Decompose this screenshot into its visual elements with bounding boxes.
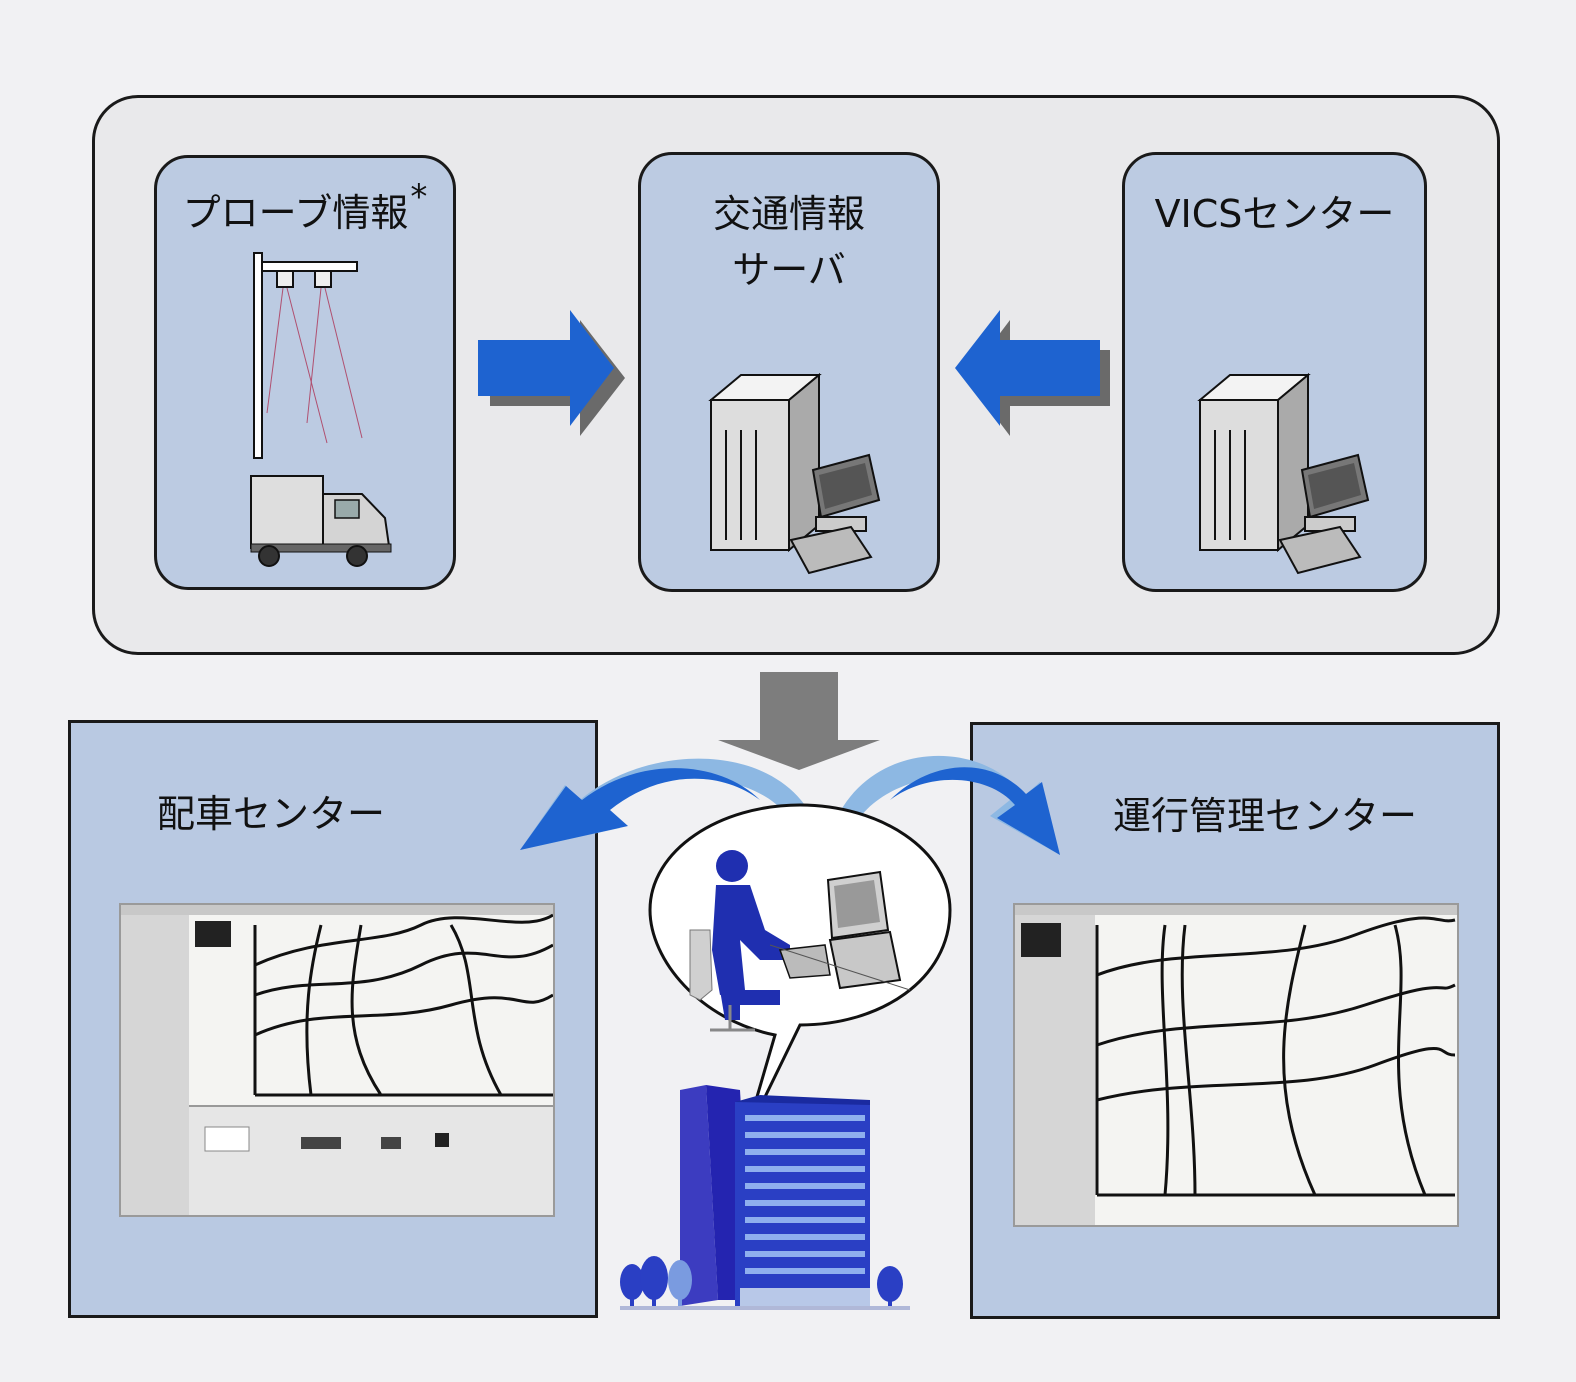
keyboard-icon xyxy=(789,525,873,575)
operations-center-panel: 運行管理センター xyxy=(970,722,1500,1319)
vics-center-node: VICSセンター xyxy=(1122,152,1427,592)
probe-info-asterisk: * xyxy=(410,177,428,217)
map-screen-icon xyxy=(1013,903,1459,1227)
vics-center-label: VICSセンター xyxy=(1154,192,1395,236)
map-screen-icon xyxy=(119,903,555,1217)
probe-info-label: プローブ情報 xyxy=(182,191,409,235)
monitor-icon xyxy=(1300,453,1370,532)
dispatch-center-panel: 配車センター xyxy=(68,720,598,1318)
traffic-server-node: 交通情報 サーバ xyxy=(638,152,940,592)
probe-info-node: プローブ情報* xyxy=(154,155,456,590)
keyboard-icon xyxy=(1278,525,1362,575)
roadside-sensor-icon xyxy=(253,252,363,459)
traffic-server-label-2: サーバ xyxy=(732,248,846,292)
truck-icon xyxy=(250,475,392,567)
operations-center-label: 運行管理センター xyxy=(1112,794,1417,838)
server-tower-icon xyxy=(1197,372,1311,553)
server-tower-icon xyxy=(708,372,822,553)
traffic-server-label-1: 交通情報 xyxy=(712,192,865,236)
dispatch-center-label: 配車センター xyxy=(156,792,385,836)
probe-info-label-wrap: プローブ情報* xyxy=(157,177,453,244)
